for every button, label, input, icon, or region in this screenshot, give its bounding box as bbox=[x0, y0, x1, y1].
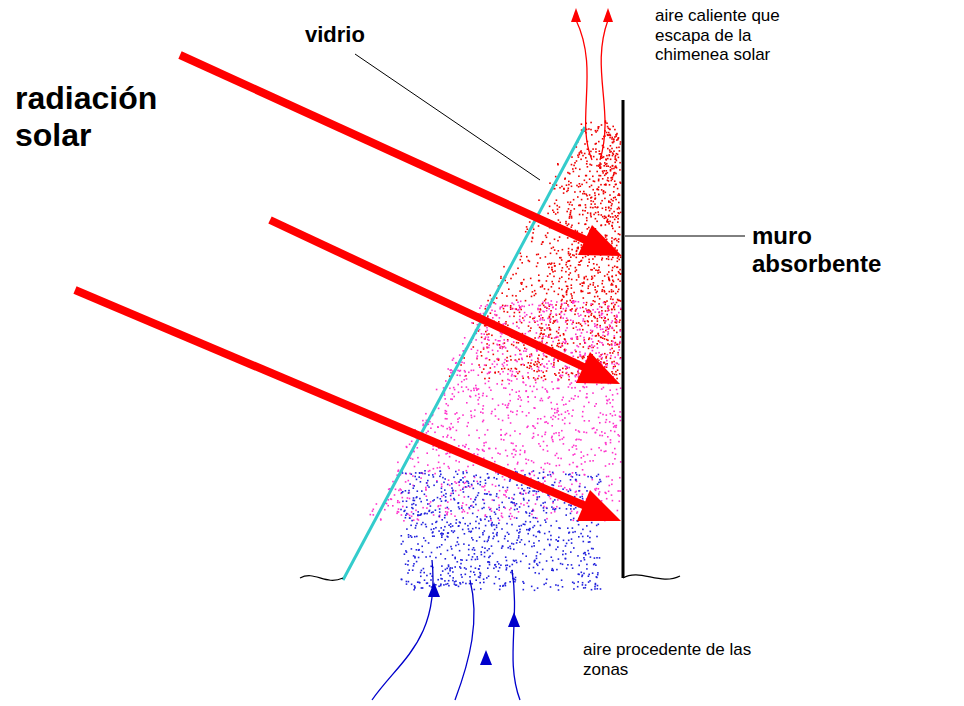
ground-line bbox=[300, 576, 343, 581]
air-particles bbox=[370, 120, 622, 591]
radiation-label: radiación solar bbox=[15, 80, 185, 154]
radiation-arrows bbox=[75, 55, 622, 521]
leader-line bbox=[625, 236, 745, 237]
leader-line bbox=[355, 54, 540, 180]
cool-air-heads bbox=[428, 582, 520, 665]
hot-air-heads bbox=[571, 8, 613, 22]
hot-air-note: aire caliente que escapa de la chimenea … bbox=[655, 6, 787, 65]
absorbent-wall bbox=[622, 100, 625, 578]
hot-air-flow bbox=[576, 20, 608, 160]
cool-air-flow bbox=[372, 560, 520, 700]
ground-line bbox=[623, 575, 680, 579]
inlet-air-note: aire procedente de las zonas bbox=[583, 640, 753, 679]
wall-label: muro absorbente bbox=[752, 222, 922, 277]
glass-label: vidrio bbox=[305, 22, 425, 47]
